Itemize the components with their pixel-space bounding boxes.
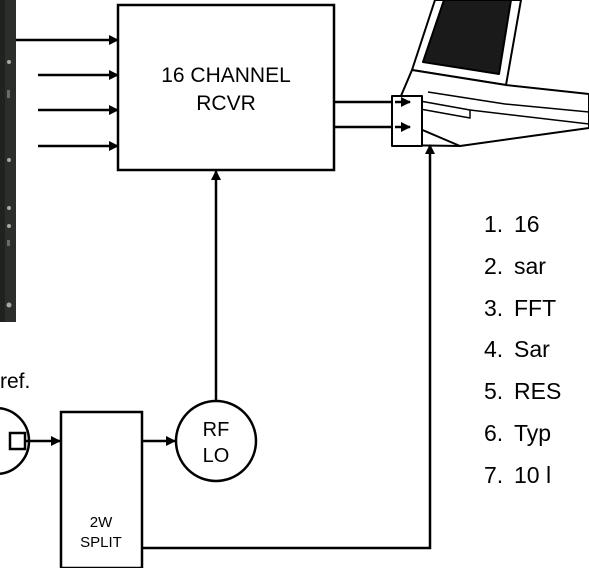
list-item-number: 5. [484, 378, 503, 404]
splitter-label-line2: SPLIT [80, 534, 122, 551]
list-item-text: Typ [514, 420, 551, 446]
receiver-box [118, 5, 334, 170]
list-item-number: 7. [484, 462, 503, 488]
rf-lo-circle [176, 401, 256, 481]
list-item-number: 2. [484, 253, 503, 279]
receiver-label-line1: 16 CHANNEL [161, 64, 291, 87]
receiver-label-line2: RCVR [196, 92, 256, 115]
splitter-label-line1: 2W [90, 514, 113, 531]
receiver-input-arrows [16, 40, 118, 146]
list-item-number: 3. [484, 295, 503, 321]
ref-label: ref. [0, 370, 30, 393]
rf-lo-label-line2: LO [203, 445, 230, 467]
list-item-text: Sar [514, 336, 550, 362]
list-item-text: 16 [514, 211, 540, 237]
splitter-to-laptop-line [142, 145, 430, 548]
list-item-number: 4. [484, 336, 503, 362]
rf-lo-label-line1: RF [203, 419, 230, 441]
laptop-icon [392, 0, 589, 146]
antenna-photo [0, 0, 16, 322]
numbered-list: 1. 16 2. sar 3. FFT 4. Sar 5. RES 6. Typ… [484, 211, 561, 488]
list-item-number: 6. [484, 420, 503, 446]
list-item-text: 10 l [514, 462, 551, 488]
list-item-number: 1. [484, 211, 503, 237]
list-item-text: sar [514, 253, 546, 279]
reference-connector [0, 408, 60, 474]
list-item-text: FFT [514, 295, 556, 321]
list-item-text: RES [514, 378, 561, 404]
